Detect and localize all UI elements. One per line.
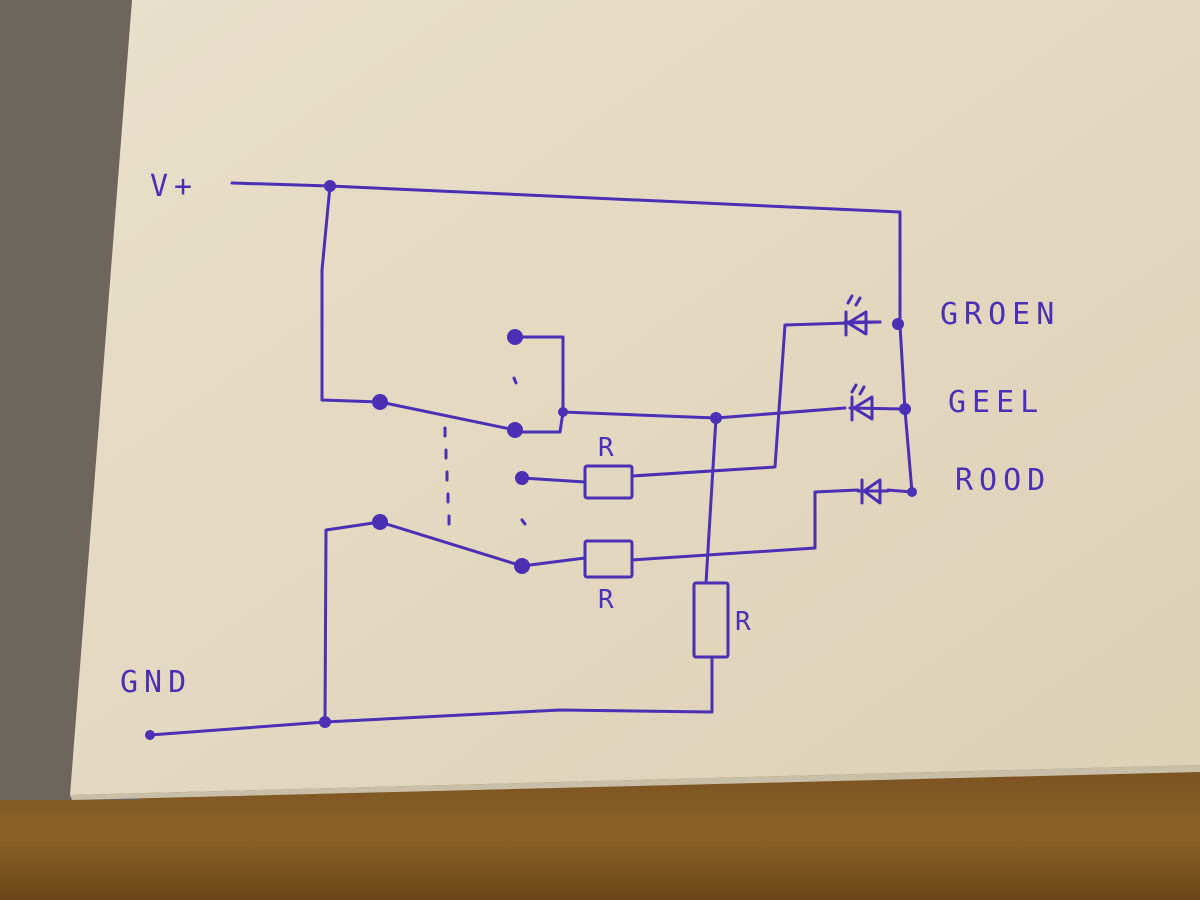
paper-edge — [70, 765, 1200, 800]
node-gnd — [319, 716, 331, 728]
switch-wiper-top — [378, 400, 517, 432]
junction-down — [704, 416, 718, 585]
led-label-red: ROOD — [955, 463, 1051, 498]
node-red — [907, 487, 917, 497]
resistor-2 — [583, 539, 634, 579]
vplus-drop — [320, 184, 382, 404]
lower-resistor-to-gnd — [148, 656, 714, 737]
resistors — [583, 464, 730, 659]
node-vplus — [324, 180, 336, 192]
nodes — [145, 180, 917, 740]
resistor-2-label: R — [598, 585, 614, 615]
led-yellow — [848, 383, 907, 422]
resistor-2-lead — [520, 556, 587, 568]
led-green — [843, 294, 882, 337]
red-led-wire — [630, 488, 860, 562]
led-label-green: GROEN — [940, 297, 1060, 332]
supply-label: V+ — [150, 169, 198, 204]
node-switch-mid — [558, 407, 568, 417]
switch-to-junction — [561, 410, 718, 420]
green-led-wire — [630, 320, 882, 478]
switch-coupling — [443, 376, 527, 526]
switch-wiper-bottom — [378, 520, 524, 568]
switch-contact-3 — [515, 471, 529, 485]
paper-sheet — [70, 0, 1200, 795]
node-green — [892, 318, 904, 330]
resistor-1-lead — [520, 476, 587, 484]
yellow-led-wire — [714, 406, 847, 420]
led-red — [856, 478, 890, 505]
resistor-1-label: R — [598, 433, 614, 463]
node-yellow — [899, 403, 911, 415]
gnd-rise — [323, 520, 382, 724]
node-junction — [710, 412, 722, 424]
switch-contact-4 — [514, 558, 530, 574]
switch-common-top — [372, 394, 388, 410]
resistor-3 — [692, 581, 730, 659]
leds — [843, 294, 907, 505]
switch-common-bottom — [372, 514, 388, 530]
resistor-1 — [583, 464, 634, 500]
ground-label: GND — [120, 665, 192, 700]
led-label-yellow: GEEL — [948, 385, 1044, 420]
switch-contact-1 — [507, 329, 523, 345]
gnd-terminal — [145, 730, 155, 740]
switch-contact-2 — [507, 422, 523, 438]
resistor-3-label: R — [735, 607, 751, 637]
